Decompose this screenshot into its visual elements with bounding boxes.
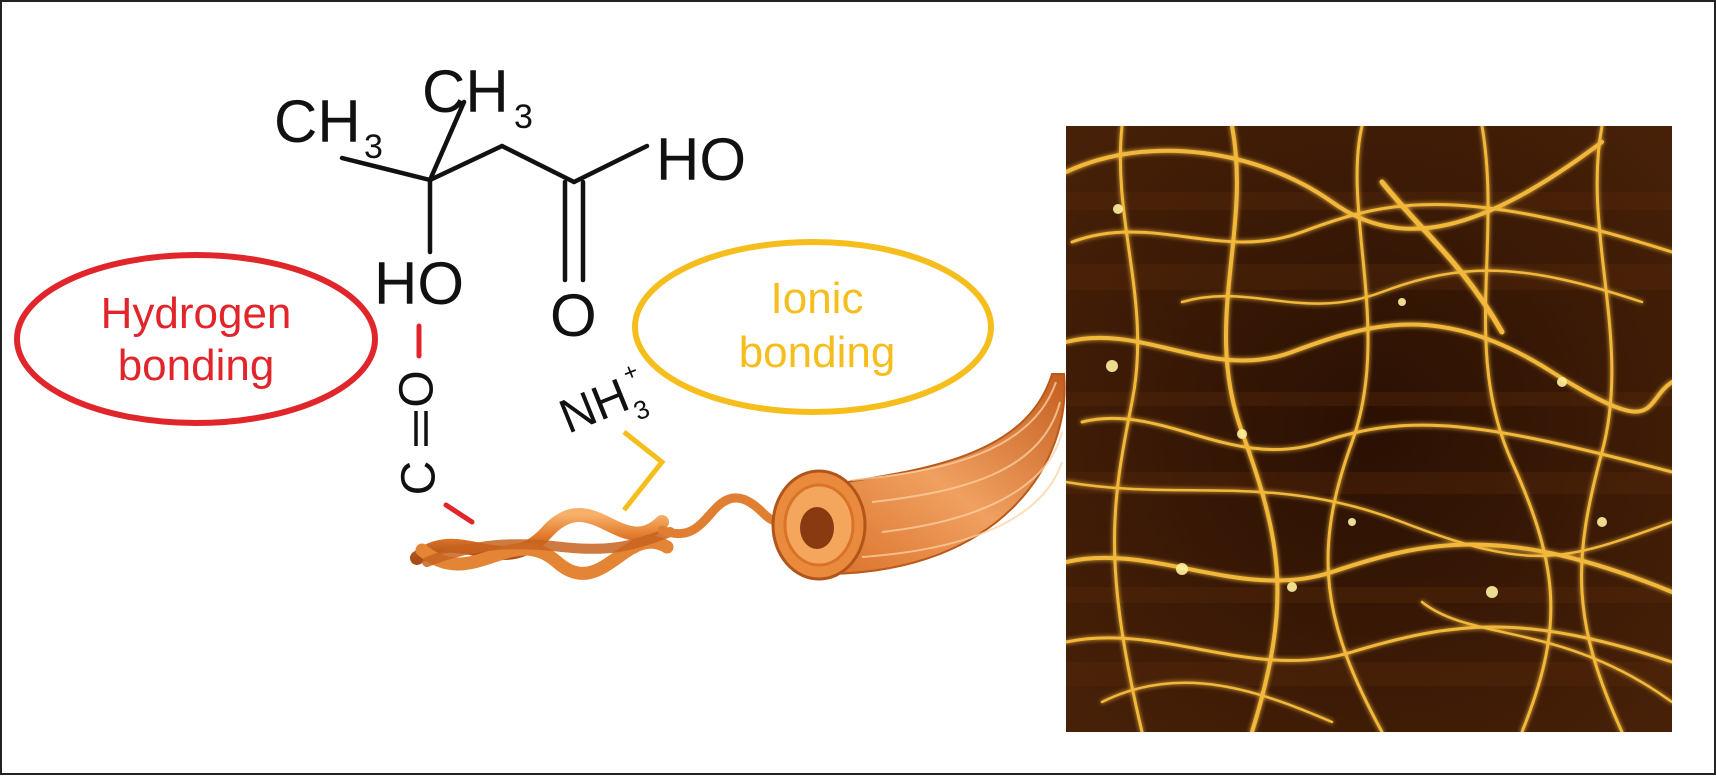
fiber-cable-striations (851, 381, 1063, 558)
hbond-dash-bottom (443, 502, 475, 525)
bond-ch3-left (339, 155, 433, 183)
ionic-bonding-line1: Ionic (771, 274, 864, 323)
afm-bright-nodes (1106, 204, 1607, 598)
hydrogen-bond-link (416, 323, 475, 525)
ammonium-subscript: 3 (629, 393, 654, 426)
bond-ch3-top (427, 99, 467, 183)
bond-c-ch2 (427, 143, 505, 183)
collagen-fiber-illustration (410, 373, 1066, 581)
carbonyl-group: O C (391, 370, 446, 495)
ionic-bonding-line2: bonding (739, 328, 896, 377)
ammonium-charge: + (619, 357, 642, 387)
helix-strand-1 (410, 508, 669, 565)
label-ch3-top-sub: 3 (514, 98, 533, 136)
bond-c-oh-acid (571, 143, 650, 185)
hydrogen-bonding-ellipse (14, 252, 378, 426)
carbonyl-o-label: O (391, 370, 444, 407)
lysine-side-chain (622, 430, 666, 512)
hydrogen-bonding-line1: Hydrogen (101, 289, 292, 338)
helix-strand-3 (422, 527, 675, 567)
fiber-cable-core (800, 507, 834, 549)
afm-micrograph (1066, 126, 1672, 732)
label-ho-alcohol: HO (374, 250, 464, 317)
label-ch3-left: CH (274, 88, 361, 155)
ionic-bonding-ellipse (632, 239, 994, 415)
ammonium-group: NH 3 + (552, 357, 654, 444)
molecule-structure (339, 99, 650, 283)
label-carbonyl-o: O (550, 282, 597, 349)
bond-ch2-c (499, 143, 577, 185)
afm-scan-lines (1066, 192, 1672, 686)
label-ho-acid: HO (656, 126, 746, 193)
label-ch3-top: CH (422, 58, 509, 125)
hydrogen-bonding-callout: Hydrogen bonding (14, 252, 378, 426)
carbonyl-c-label: C (393, 461, 446, 496)
hydrogen-bonding-line2: bonding (118, 341, 275, 390)
ionic-bonding-callout: Ionic bonding (632, 239, 994, 415)
molecule-labels: CH 3 CH 3 HO HO O (274, 58, 746, 349)
label-ch3-left-sub: 3 (364, 128, 383, 166)
